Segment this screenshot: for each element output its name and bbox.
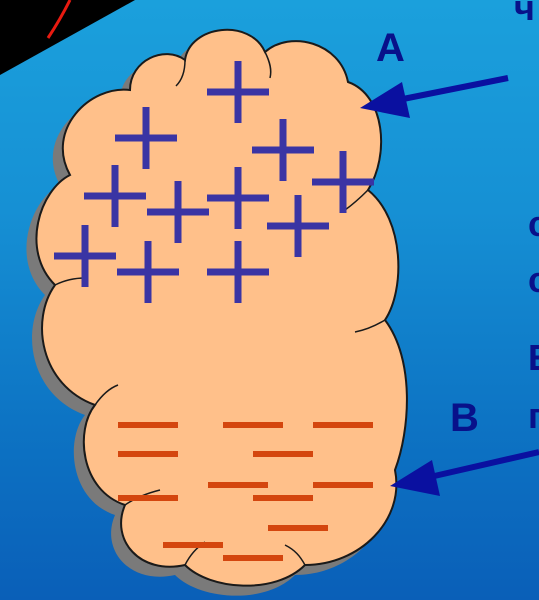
arrow-to-bottom xyxy=(390,452,539,496)
charged-cloud xyxy=(36,30,406,586)
corner-shape xyxy=(0,0,135,75)
edge-text-2: с xyxy=(528,206,539,242)
label-b: B xyxy=(450,398,479,438)
label-a: A xyxy=(376,28,405,68)
edge-text-4: Е xyxy=(528,340,539,376)
edge-text-5: п xyxy=(528,398,539,434)
edge-text-3: с xyxy=(528,262,539,298)
edge-text-1: ч xyxy=(514,0,535,26)
arrow-to-top xyxy=(360,78,508,118)
